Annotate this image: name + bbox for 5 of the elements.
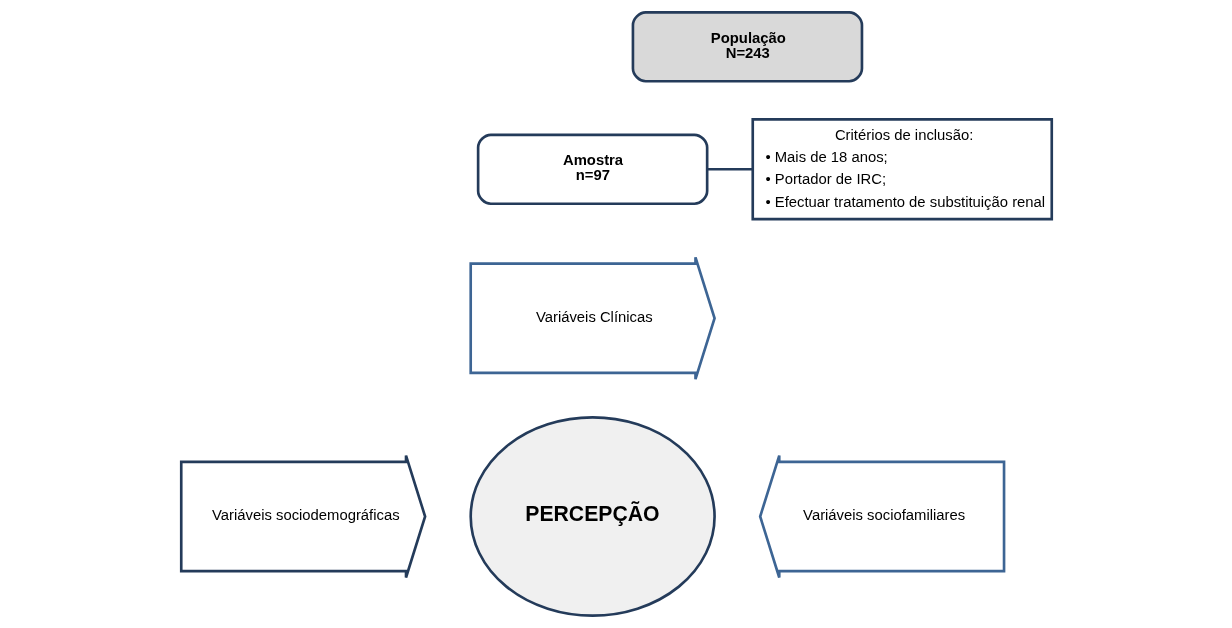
node-box: Critérios de inclusão: • Mais de 18 anos; • Portador de IRC; • Efectuar tratamento de substituição renal	[750, 118, 1053, 221]
node-box: Amostra n=97	[476, 133, 708, 206]
node-ellipse: PERCEPÇÃO	[468, 416, 716, 617]
node-box: População N=243	[631, 11, 863, 83]
connector	[706, 167, 753, 171]
